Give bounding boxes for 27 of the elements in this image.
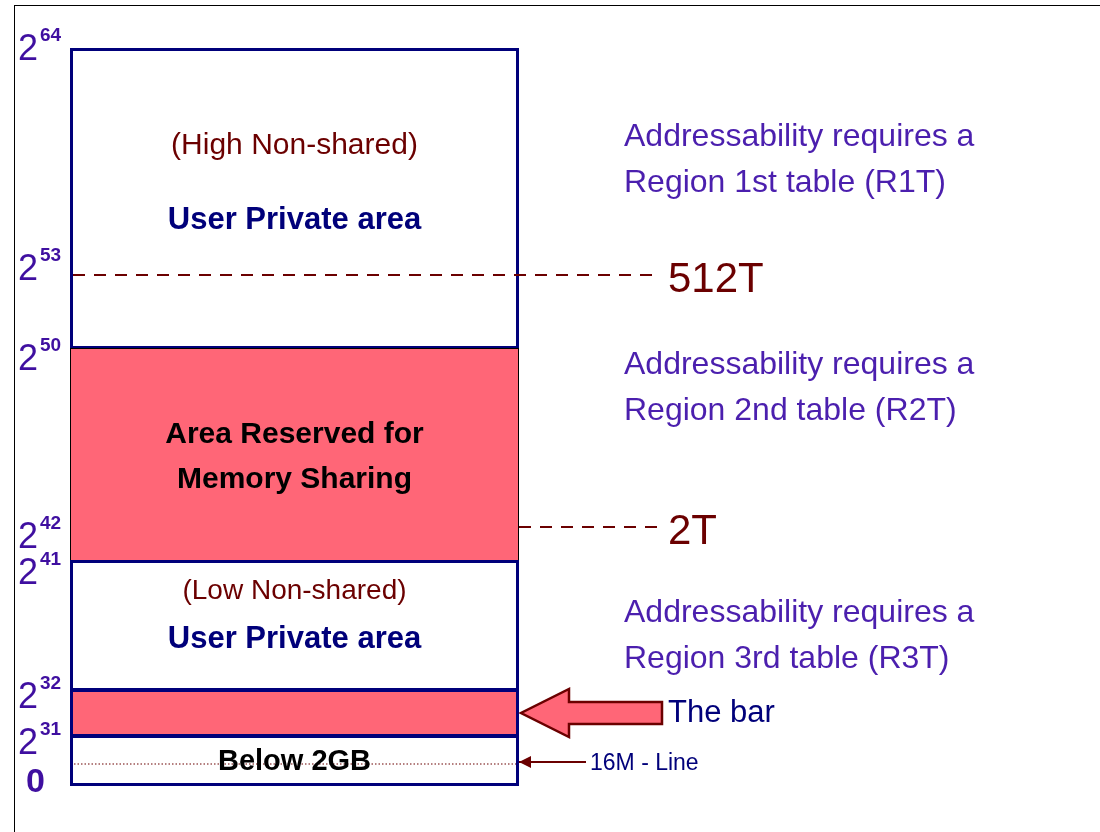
note-text: Addressability requires a Region 1st table (R1T) bbox=[624, 116, 976, 202]
boundary-label: 2T bbox=[668, 504, 717, 555]
arrow bbox=[518, 756, 587, 768]
exponent-label: 2$^{31}$ bbox=[18, 722, 62, 762]
exponent-label: 2$^{50}$ bbox=[18, 338, 62, 378]
region-title: User Private area bbox=[167, 619, 422, 657]
exponent-label: 2$^{53}$ bbox=[18, 248, 62, 288]
shared-memory-region bbox=[70, 348, 519, 561]
block-arrow bbox=[518, 686, 664, 740]
region-title: Below 2GB bbox=[217, 742, 372, 778]
memory-region bbox=[70, 560, 519, 691]
memory-region bbox=[70, 48, 519, 349]
region-subtitle: (Low Non-shared) bbox=[182, 573, 407, 607]
memory-region bbox=[70, 735, 519, 786]
exponent-label: 0 bbox=[26, 762, 45, 800]
exponent-label: 2$^{32}$ bbox=[18, 676, 62, 716]
region-subtitle: (High Non-shared) bbox=[171, 126, 418, 162]
region-title: User Private area bbox=[167, 200, 422, 238]
bar-region bbox=[70, 689, 519, 737]
dashed-line bbox=[518, 526, 659, 528]
exponent-label: 2$^{64}$ bbox=[18, 28, 62, 68]
region-title: Area Reserved for Memory Sharing bbox=[164, 414, 425, 496]
line-label: 16M - Line bbox=[590, 747, 699, 777]
boundary-label: 512T bbox=[668, 252, 764, 303]
arrow-label: The bar bbox=[668, 692, 775, 731]
note-text: Addressability requires a Region 3rd table (R3T) bbox=[624, 592, 976, 678]
note-text: Addressability requires a Region 2nd table (R2T) bbox=[624, 344, 976, 430]
